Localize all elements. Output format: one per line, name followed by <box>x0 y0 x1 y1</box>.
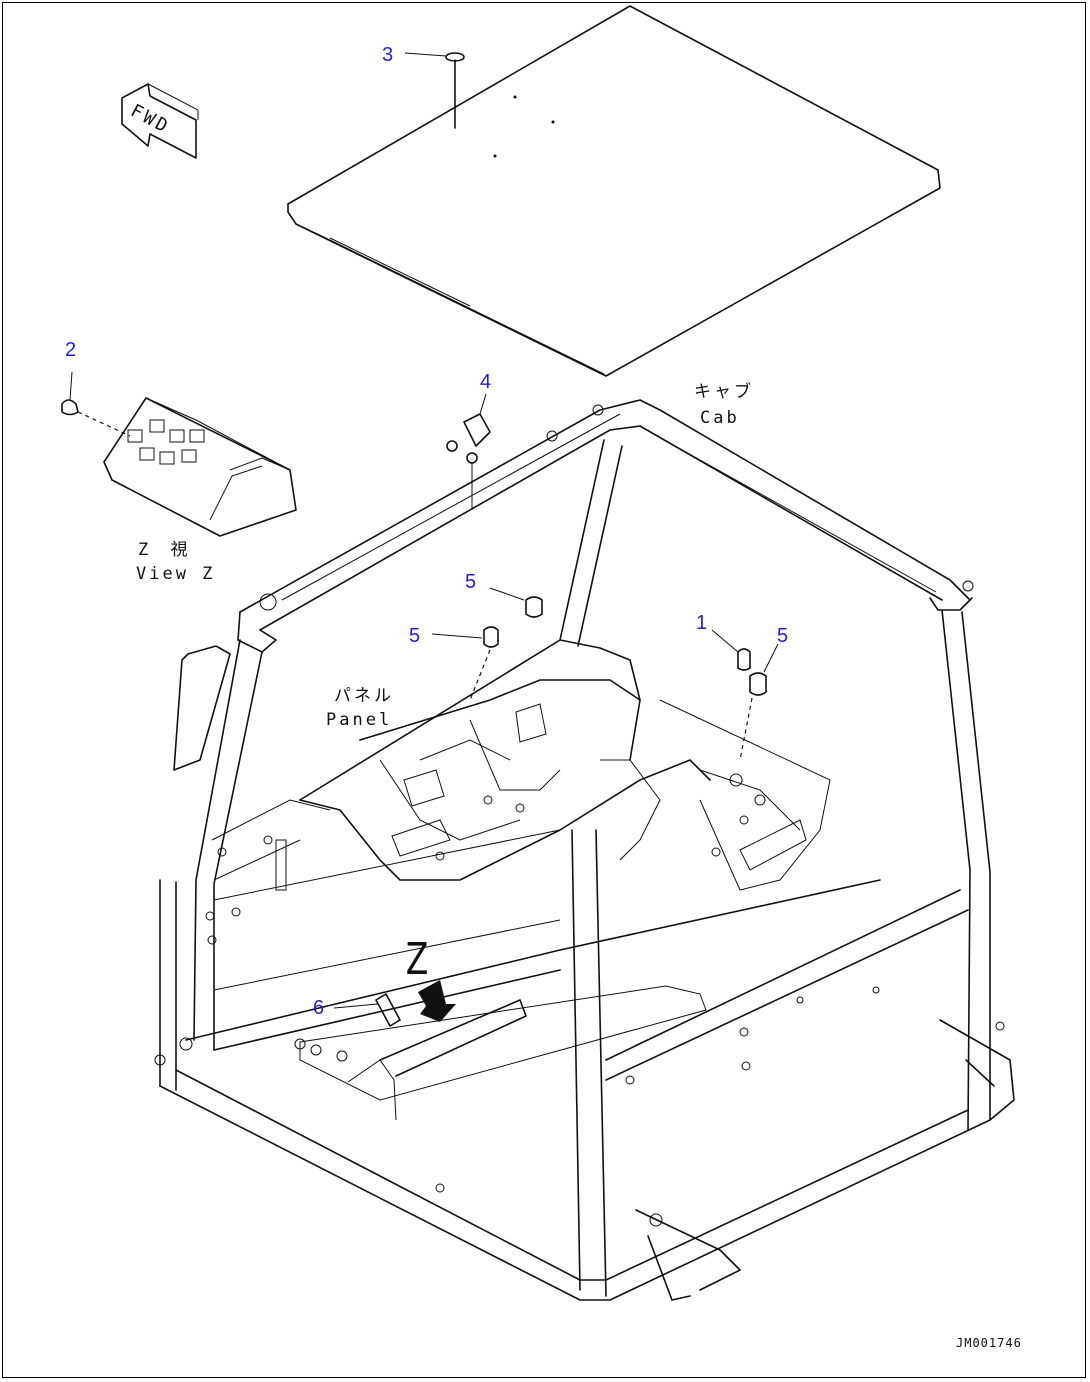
panel-label-en: Panel <box>326 710 393 730</box>
drawing-code: JM001746 <box>956 1336 1022 1350</box>
callout-6: 6 <box>313 997 325 1019</box>
cab-frame-upper <box>237 399 974 653</box>
cab-frame-pillars <box>159 439 991 1297</box>
view-z-label-en: View Z <box>136 564 216 584</box>
view-z-label-jp: Z 視 <box>138 540 194 560</box>
dashboard-panel <box>205 639 831 945</box>
part-4-bracket <box>446 393 491 510</box>
part-6-pin <box>294 993 527 1121</box>
callout-3: 3 <box>382 44 394 66</box>
cab-frame-lower <box>154 829 1015 1301</box>
callout-4: 4 <box>480 371 492 393</box>
fwd-arrow-icon <box>121 83 199 159</box>
callout-5-left: 5 <box>409 625 421 647</box>
cab-label-en: Cab <box>700 408 740 428</box>
panel-label-jp: パネル <box>334 686 394 706</box>
part-5-clip-b <box>431 626 499 701</box>
z-view-arrow-icon <box>418 980 456 1022</box>
callout-1: 1 <box>696 612 708 634</box>
z-view-letter: Z <box>405 934 429 985</box>
part-5-clip-a <box>489 587 543 618</box>
part-1-bulb <box>711 629 753 761</box>
roof-panel <box>287 5 941 377</box>
part-3-clip <box>404 52 465 129</box>
callout-5-upper: 5 <box>465 571 477 593</box>
part-5-clip-c <box>749 643 779 696</box>
part-2-cap <box>61 371 131 437</box>
view-z-switch-panel <box>103 397 297 537</box>
floor-plate <box>299 985 707 1101</box>
cab-label-jp: キャブ <box>694 382 754 402</box>
callout-5-right: 5 <box>777 625 789 647</box>
callout-2: 2 <box>65 339 77 361</box>
